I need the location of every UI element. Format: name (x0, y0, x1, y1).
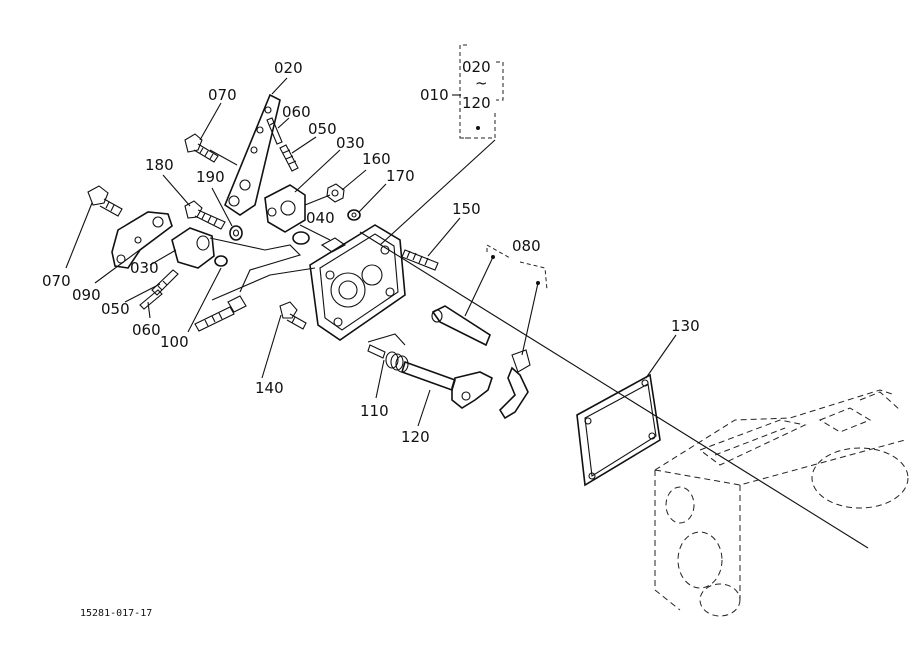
callout-070-left: 070 (42, 272, 71, 290)
callout-010: 010 (420, 86, 449, 104)
assembly-path-lines (209, 194, 406, 346)
part-070-bolt-left (87, 185, 123, 217)
callout-090: 090 (72, 286, 101, 304)
part-030-lever-body-upper (264, 184, 306, 233)
callout-060-top: 060 (282, 103, 311, 121)
callout-170: 170 (386, 167, 415, 185)
callout-assembly-to: 120 (462, 94, 491, 112)
callout-180: 180 (145, 156, 174, 174)
callout-190: 190 (196, 168, 225, 186)
governor-cover-plate (309, 224, 406, 341)
part-170-washer (347, 209, 361, 221)
callout-030-top: 030 (336, 134, 365, 152)
part-140-bolt (279, 301, 307, 330)
part-050-pin-left (151, 269, 179, 296)
callout-050-top: 050 (308, 120, 337, 138)
callout-080: 080 (512, 237, 541, 255)
callout-160: 160 (362, 150, 391, 168)
callout-020: 020 (274, 59, 303, 77)
assembly-axis-line (359, 231, 869, 549)
callout-140: 140 (255, 379, 284, 397)
part-040-o-ring (292, 231, 310, 245)
callout-120: 120 (401, 428, 430, 446)
callout-030-left: 030 (130, 259, 159, 277)
callout-130: 130 (671, 317, 700, 335)
part-060-spring-pin-upper (266, 117, 283, 145)
part-100-plug (194, 295, 247, 332)
callout-assembly-tilde: ~ (475, 74, 488, 92)
part-050-pin-upper (279, 144, 299, 172)
callout-060-left: 060 (132, 321, 161, 339)
callout-150: 150 (452, 200, 481, 218)
callout-070-top: 070 (208, 86, 237, 104)
part-070-bolt-upper (184, 133, 219, 163)
callout-110: 110 (360, 402, 389, 420)
part-060-spring-pin-left (139, 289, 163, 310)
figure-id: 15281-017-17 (80, 608, 152, 619)
part-080-shaft-group (431, 244, 548, 420)
callout-100: 100 (160, 333, 189, 351)
part-130-gasket (576, 373, 661, 487)
part-110-spring (367, 344, 409, 373)
callout-040: 040 (306, 209, 335, 227)
part-100-ring (214, 255, 228, 267)
part-150-stud (401, 249, 439, 271)
callout-assembly-from: 020 (462, 58, 491, 76)
part-030-lever-body-left (171, 227, 215, 269)
part-160-nut (326, 183, 345, 203)
part-020-lever (209, 93, 281, 216)
engine-block-outline (654, 389, 909, 617)
assembly-bracket-010 (379, 44, 504, 246)
part-120-shaft-lever (401, 360, 493, 409)
callout-050-left: 050 (101, 300, 130, 318)
part-190-washer (229, 225, 243, 241)
part-180-bolt (184, 200, 226, 230)
callout-leader-lines (65, 77, 677, 427)
